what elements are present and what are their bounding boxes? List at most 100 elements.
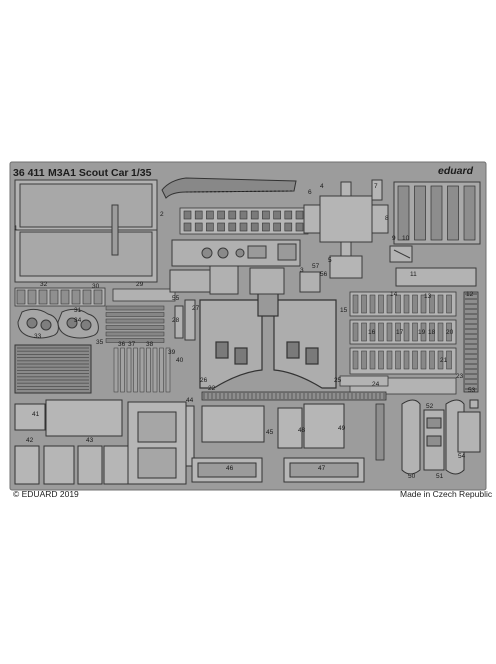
cluster-bit bbox=[361, 322, 367, 342]
part-number-label: 55 bbox=[172, 295, 180, 302]
part-number-label: 19 bbox=[418, 329, 426, 336]
clip bbox=[228, 222, 237, 232]
part-number-label: 34 bbox=[74, 317, 82, 324]
part-number-label: 46 bbox=[226, 465, 234, 472]
cluster-bit bbox=[429, 350, 435, 370]
slot bbox=[414, 185, 426, 241]
origin-text: Made in Czech Republic bbox=[400, 489, 493, 499]
cluster-bit bbox=[378, 294, 384, 314]
part-number-label: 43 bbox=[86, 437, 94, 444]
strip bbox=[105, 331, 165, 337]
part-number-label: 40 bbox=[176, 357, 184, 364]
cluster-bit bbox=[369, 350, 376, 370]
part-number-label: 57 bbox=[312, 263, 320, 270]
part-number-label: 16 bbox=[368, 329, 376, 336]
clip bbox=[250, 222, 259, 232]
clip bbox=[217, 210, 225, 220]
cluster-bit bbox=[361, 350, 367, 370]
cluster-bit bbox=[429, 294, 435, 314]
clip bbox=[262, 222, 270, 232]
cluster-bit bbox=[403, 350, 410, 370]
kit-name: M3A1 Scout Car bbox=[48, 167, 129, 179]
grille-lines bbox=[17, 347, 89, 391]
part-6-box bbox=[303, 181, 389, 279]
part-number-label: 4 bbox=[320, 183, 324, 190]
part-number-label: 36 bbox=[118, 341, 126, 348]
cluster-bit bbox=[369, 294, 376, 314]
long-strip-ribs bbox=[203, 393, 385, 399]
part-number-label: 22 bbox=[208, 385, 216, 392]
part-number-label: 39 bbox=[168, 349, 176, 356]
cluster-bit bbox=[403, 294, 410, 314]
strap bbox=[49, 289, 59, 305]
part-number-label: 27 bbox=[192, 305, 200, 312]
part-number-label: 20 bbox=[446, 329, 454, 336]
v-strip bbox=[126, 347, 132, 393]
part-number-label: 23 bbox=[456, 373, 464, 380]
part-number-label: 5 bbox=[328, 257, 332, 264]
part-29-hinges bbox=[112, 288, 176, 302]
clip bbox=[250, 210, 259, 220]
part-number-label: 28 bbox=[172, 317, 180, 324]
cluster-bit bbox=[386, 350, 393, 370]
strap bbox=[71, 289, 81, 305]
clip bbox=[284, 210, 293, 220]
clip bbox=[295, 210, 304, 220]
part-number-label: 30 bbox=[92, 283, 100, 290]
cluster-bit bbox=[352, 294, 359, 314]
cluster-bit bbox=[412, 350, 418, 370]
strap bbox=[16, 289, 26, 305]
part-number-label: 10 bbox=[402, 235, 410, 242]
cluster-bit bbox=[395, 322, 401, 342]
cluster-bit bbox=[395, 350, 401, 370]
clip bbox=[217, 222, 225, 232]
part-27-28 bbox=[174, 299, 196, 341]
part-number-label: 51 bbox=[436, 473, 444, 480]
part-22-long-strip bbox=[201, 391, 387, 401]
part-number-label: 12 bbox=[466, 291, 474, 298]
cluster-bit bbox=[352, 322, 359, 342]
cluster-bit bbox=[420, 294, 427, 314]
part-number-label: 42 bbox=[26, 437, 34, 444]
v-strip bbox=[139, 347, 145, 393]
part-number-label: 2 bbox=[160, 211, 164, 218]
slot bbox=[447, 185, 459, 241]
v-strip bbox=[165, 347, 171, 393]
part-36-39-vertical-strips bbox=[113, 347, 171, 393]
cluster-bit bbox=[378, 322, 384, 342]
part-22-vertical bbox=[375, 403, 385, 461]
part-41-43-boxes bbox=[14, 399, 135, 485]
cluster-bit bbox=[386, 294, 393, 314]
part-number-label: 24 bbox=[372, 381, 380, 388]
kit-number: 36 411 bbox=[13, 167, 45, 179]
part-number-label: 13 bbox=[424, 293, 432, 300]
strip bbox=[105, 305, 165, 311]
cluster-bit bbox=[446, 294, 452, 314]
part-number-label: 37 bbox=[128, 341, 136, 348]
part-number-label: 15 bbox=[340, 307, 348, 314]
part-number-label: 56 bbox=[320, 271, 328, 278]
copyright-text: © EDUARD 2019 bbox=[13, 489, 79, 499]
part-number-label: 9 bbox=[392, 235, 396, 242]
cluster-bit bbox=[420, 322, 427, 342]
cluster-bit bbox=[437, 294, 444, 314]
chain-links bbox=[465, 293, 477, 390]
part-number-label: 54 bbox=[458, 453, 466, 460]
v-strip bbox=[113, 347, 119, 393]
clip bbox=[273, 222, 281, 232]
cluster-bit bbox=[420, 350, 427, 370]
cluster-bit bbox=[386, 322, 393, 342]
strip bbox=[105, 325, 165, 330]
cluster-bit bbox=[352, 350, 359, 370]
part-number-label: 7 bbox=[374, 183, 378, 190]
part-48-49 bbox=[277, 403, 345, 449]
part-45-panels bbox=[201, 405, 265, 443]
part-number-label: 14 bbox=[390, 291, 398, 298]
cluster-bit bbox=[429, 322, 435, 342]
slot bbox=[397, 185, 410, 241]
part-55-boxes bbox=[169, 265, 321, 295]
strap bbox=[38, 289, 48, 305]
part-44-box bbox=[127, 401, 195, 485]
cluster-bit bbox=[437, 350, 444, 370]
